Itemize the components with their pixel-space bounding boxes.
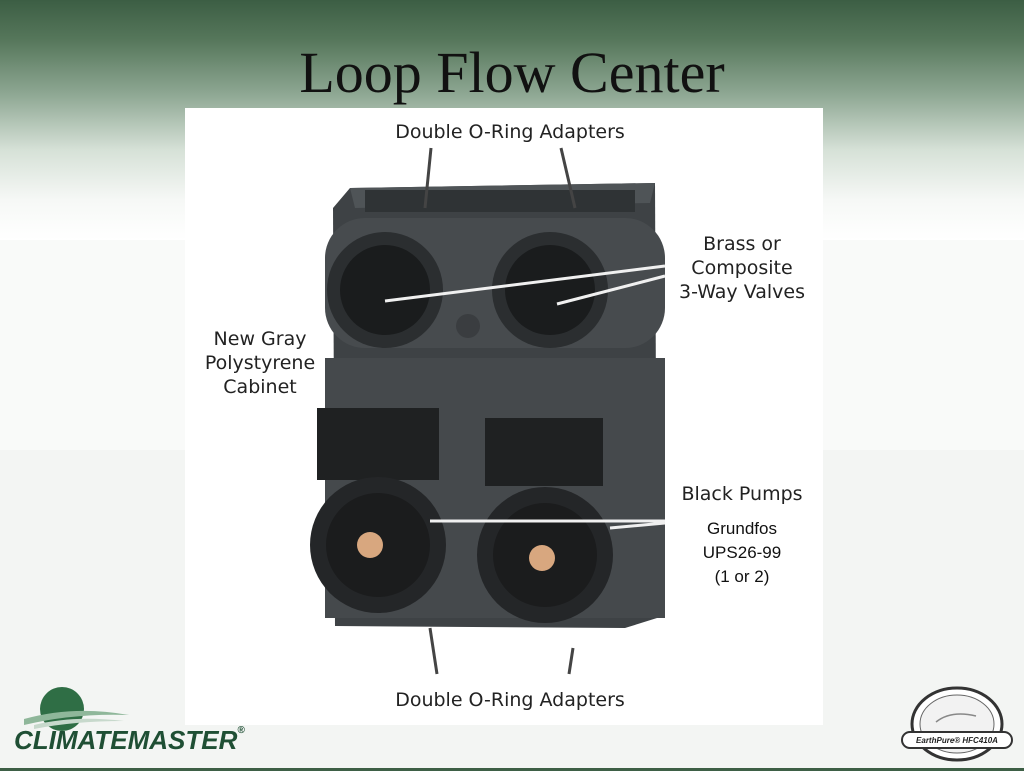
cabinet-label-line3: Cabinet <box>223 376 297 398</box>
logo-wordmark: CLIMATEMASTER® <box>14 725 245 756</box>
valves-label-line1: Brass or <box>703 233 781 255</box>
logo-brand: CLIMATEMASTER <box>14 725 238 755</box>
cabinet-label-line2: Polystyrene <box>204 352 316 374</box>
grundfos-label-line2: UPS26-99 <box>702 543 782 562</box>
grundfos-label-line3: (1 or 2) <box>714 567 770 586</box>
badge-text: EarthPure® HFC410A <box>916 736 998 745</box>
valves-label: Brass or Composite 3-Way Valves <box>672 232 812 304</box>
cabinet-illustration <box>310 147 666 675</box>
badge-emblem-icon <box>901 686 1013 762</box>
logo-registered: ® <box>237 725 245 736</box>
globe-icon <box>24 687 129 731</box>
grundfos-label-line1: Grundfos <box>707 519 777 538</box>
valves-label-line3: 3-Way Valves <box>679 281 805 303</box>
cabinet-label: New Gray Polystyrene Cabinet <box>190 327 330 399</box>
top-adapters-label: Double O-Ring Adapters <box>395 121 625 143</box>
slide-title: Loop Flow Center <box>299 40 725 105</box>
grundfos-label: Grundfos UPS26-99 (1 or 2) <box>688 517 796 589</box>
climatemaster-logo: CLIMATEMASTER® <box>14 685 284 765</box>
valves-label-line2: Composite <box>691 257 793 279</box>
pumps-label: Black Pumps <box>681 483 803 505</box>
cabinet-label-line1: New Gray <box>213 328 307 350</box>
bottom-adapters-label: Double O-Ring Adapters <box>395 689 625 711</box>
earthpure-badge: EarthPure® HFC410A <box>896 686 1018 766</box>
loop-flow-center-photo <box>185 108 823 725</box>
